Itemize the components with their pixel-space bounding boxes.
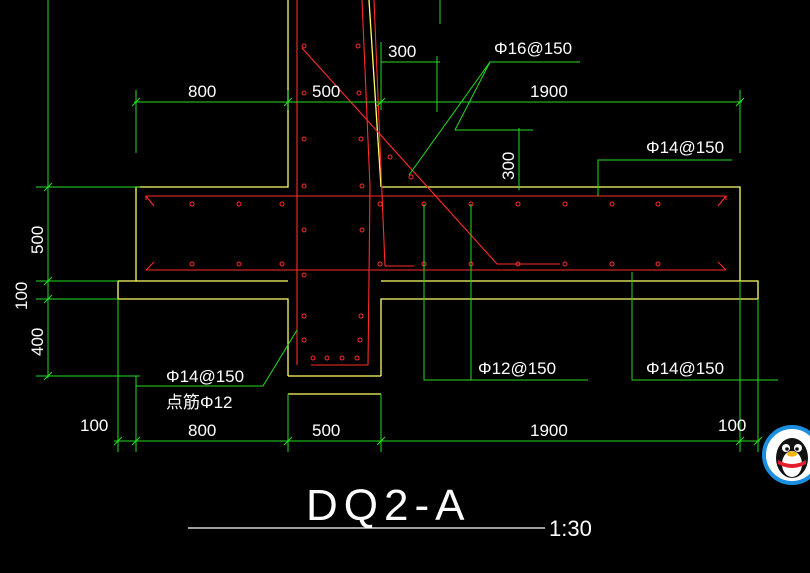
rebar-dot: [358, 313, 364, 319]
top-dim-slash: [131, 97, 141, 107]
qq-penguin-icon[interactable]: [762, 424, 810, 486]
haunch-diagonal-bar: [301, 47, 560, 265]
label-top-bar: Φ14@150: [646, 138, 724, 157]
rebar-dot: [357, 337, 363, 343]
bottom-dim-slash: [283, 436, 293, 446]
rebar-dot: [359, 183, 365, 189]
top-dim-slash: [735, 97, 745, 107]
dim-bottom-left-edge: 100: [80, 416, 108, 435]
rebar-dot: [301, 183, 307, 189]
rebar-dot: [301, 90, 307, 96]
slab-bottom-bar-hook-left: [145, 261, 155, 271]
rebar-dot: [236, 201, 242, 207]
left-dim-slash: [43, 294, 53, 304]
haunch-leader: [408, 61, 580, 176]
dim-bottom-right-edge: 100: [718, 416, 746, 435]
wall-bar-right: [311, 0, 371, 366]
rebar-dot: [339, 355, 345, 361]
rebar-dot: [609, 261, 615, 267]
rebar-dot: [562, 261, 568, 267]
left-bar-leader: [136, 329, 298, 387]
rebar-dot: [515, 201, 521, 207]
label-bottom-right-bar: Φ14@150: [646, 359, 724, 378]
wall-right-upper-edge: [368, 0, 382, 188]
slab-bottom-bar-hook-right: [717, 261, 727, 271]
rebar-dot: [377, 261, 383, 267]
rebar-dot: [301, 313, 307, 319]
label-haunch-bar: Φ16@150: [494, 39, 572, 58]
dim-bottom-left-width: 800: [188, 421, 216, 440]
dimension-lines: [36, 0, 778, 452]
rebar-dot: [301, 136, 307, 142]
rebar-dot: [301, 43, 307, 49]
top-dim-slash: [376, 97, 386, 107]
right-bar-leader: [631, 272, 778, 381]
bottom-dim-slash: [735, 436, 745, 446]
left-dim-slash: [43, 371, 53, 381]
dim-left-extension: 400: [28, 328, 47, 356]
label-left-bar: Φ14@150: [166, 367, 244, 386]
dim-top-left-width: 800: [188, 82, 216, 101]
rebar-dot: [301, 272, 307, 278]
top-dim-slash: [283, 97, 293, 107]
rebar-dot: [356, 90, 362, 96]
rebar-labels: Φ16@150 Φ14@150 Φ14@150 Φ12@150 Φ14@150 …: [166, 39, 724, 412]
left-dim-slash: [43, 182, 53, 192]
rebar-dot: [359, 227, 365, 233]
rebar-dot: [324, 355, 330, 361]
rebar-dot: [189, 201, 195, 207]
drawing-title: DQ2-A: [306, 481, 470, 530]
bottom-dim-slash: [753, 436, 763, 446]
rebar-dot: [189, 261, 195, 267]
bottom-dim-slash: [376, 436, 386, 446]
rebar-dot: [301, 227, 307, 233]
rebar-dot: [515, 261, 521, 267]
rebar-dot: [279, 201, 285, 207]
dim-haunch-height: 300: [499, 152, 518, 180]
wall-left-edge: [117, 0, 289, 376]
dim-bottom-wall-width: 500: [312, 421, 340, 440]
dimension-texts: 800 500 1900 300 300 500 100 400 100 800…: [12, 42, 746, 440]
left-dim-slash: [43, 276, 53, 286]
rebar-dot: [377, 201, 383, 207]
mid-bar-leader: [423, 204, 588, 381]
rebar-dot: [301, 337, 307, 343]
rebar-dot: [358, 136, 364, 142]
dim-top-right-width: 1900: [530, 82, 568, 101]
rebar-dot: [236, 261, 242, 267]
rebar-dot: [655, 201, 661, 207]
haunch-leader-2: [454, 61, 491, 131]
rebar-lines: [145, 0, 727, 366]
slab-top-bar-hook-right: [717, 195, 727, 207]
rebar-dot: [354, 355, 360, 361]
dim-haunch-width: 300: [388, 42, 416, 61]
rebar-dot: [355, 43, 361, 49]
rebar-dot: [408, 174, 414, 180]
bottom-dim-slash: [113, 436, 123, 446]
dim-left-slab: 500: [28, 226, 47, 254]
dim-bottom-right-width: 1900: [530, 421, 568, 440]
concrete-outline: [117, 0, 759, 395]
rebar-dot: [279, 261, 285, 267]
slab-top-right-edge: [380, 186, 759, 376]
label-bottom-mid-bar: Φ12@150: [478, 359, 556, 378]
dim-left-cushion: 100: [12, 282, 31, 310]
dim-top-wall-width: 500: [312, 82, 340, 101]
slab-top-bar-hook-left: [145, 195, 155, 207]
rebar-dot: [387, 154, 393, 160]
rebar-dot: [562, 201, 568, 207]
rebar-dot: [655, 261, 661, 267]
wall-bar-right-2: [373, 0, 386, 267]
rebar-dot: [609, 201, 615, 207]
bottom-dim-slash: [131, 436, 141, 446]
label-left-tie: 点筋Φ12: [166, 393, 232, 412]
rebar-dot: [310, 355, 316, 361]
drawing-scale: 1:30: [549, 516, 592, 541]
rebar-dots: [189, 43, 661, 361]
top-bar-leader: [597, 159, 732, 196]
